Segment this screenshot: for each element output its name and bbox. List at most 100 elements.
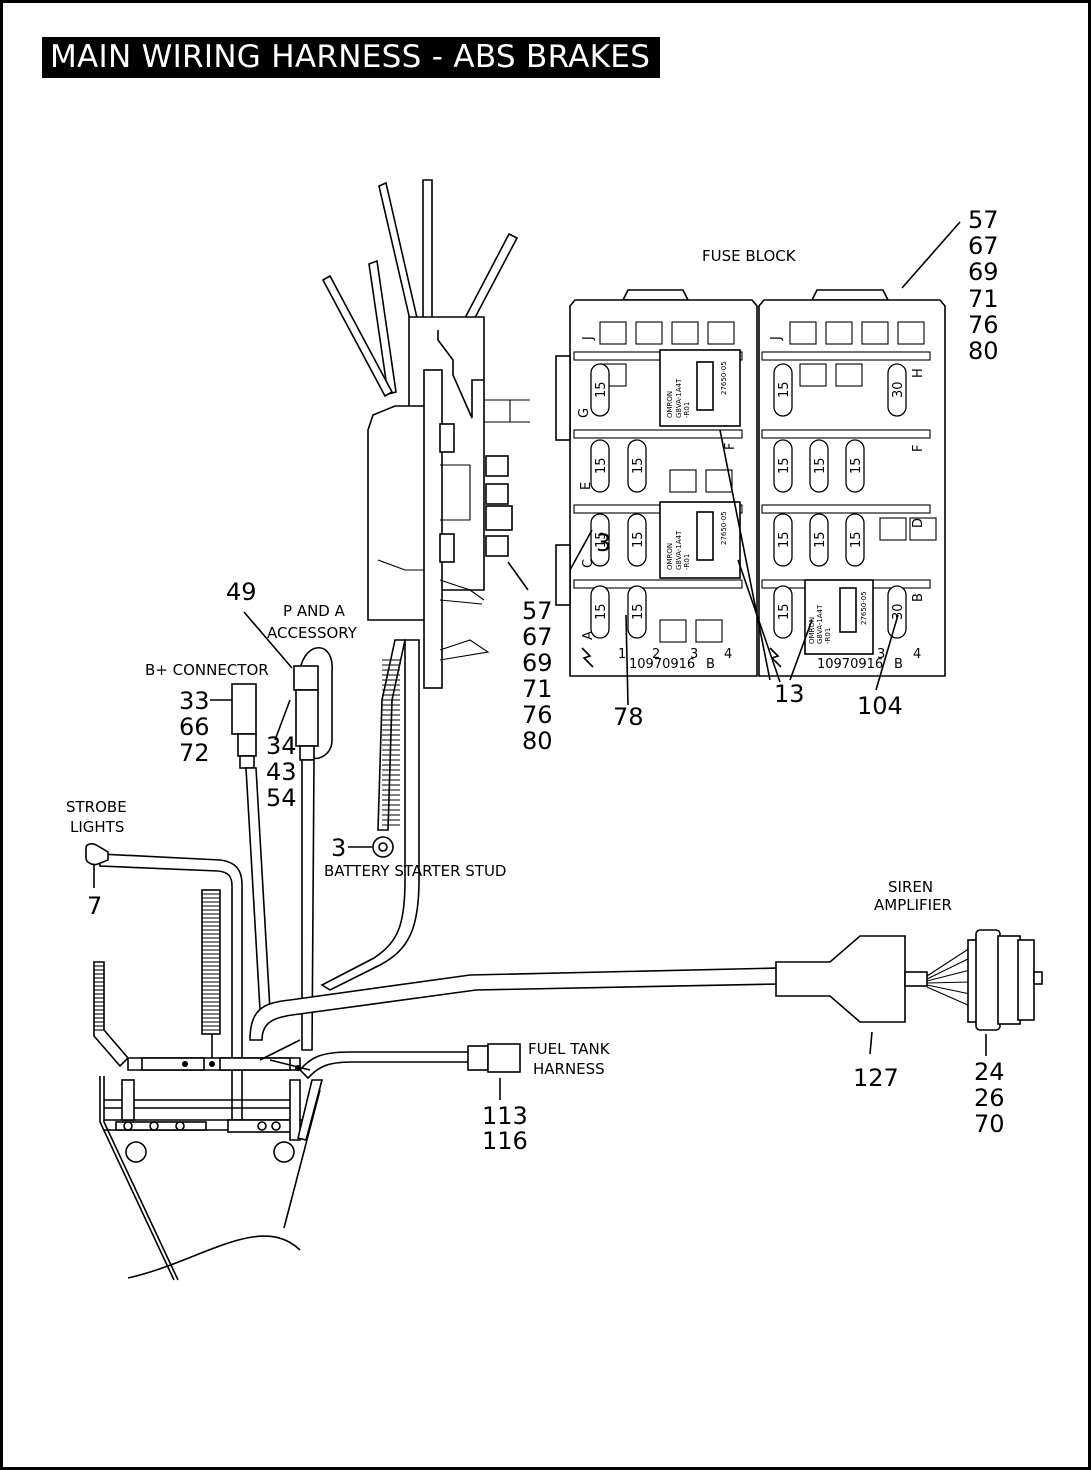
- leader-line: [901, 221, 961, 289]
- fuse: 30: [887, 363, 907, 417]
- frame-bracket: [99, 1039, 324, 1281]
- fuse-rating: 15: [813, 457, 828, 474]
- fuse-body: [590, 439, 610, 493]
- fuse-body: [590, 363, 610, 417]
- row-rail: [573, 429, 743, 439]
- svg-text:24: 24: [974, 1058, 1005, 1086]
- svg-text:70: 70: [974, 1110, 1005, 1138]
- row-rail: [761, 351, 931, 361]
- leader-line: [243, 611, 293, 669]
- terminal-socket: [707, 321, 735, 345]
- fuse: 15: [845, 513, 865, 567]
- corrugated-tube-left: [93, 961, 130, 1068]
- svg-text:OMRON: OMRON: [666, 543, 674, 570]
- strobe-label-line2: LIGHTS: [70, 818, 124, 836]
- fuse-rating: 15: [777, 457, 792, 474]
- pin-label: 3: [690, 647, 698, 662]
- row-letter: C: [581, 559, 596, 568]
- svg-text:26: 26: [974, 1084, 1005, 1112]
- terminal-socket: [789, 321, 817, 345]
- leader-line: [625, 614, 629, 706]
- fuse-body: [627, 439, 647, 493]
- fuse: 15: [809, 439, 829, 493]
- row-letter: B: [911, 593, 926, 602]
- leader-line: [719, 429, 813, 683]
- svg-text:80: 80: [522, 727, 553, 755]
- fuse: 15: [627, 439, 647, 493]
- pin-label: 1: [618, 647, 626, 662]
- terminal-socket: [879, 517, 907, 541]
- relay-middle-left: OMRON G8VA-1A4T -R01 27650-05: [659, 501, 741, 579]
- siren-harness-boot: [775, 935, 906, 1023]
- fuse-body: [773, 439, 793, 493]
- row-rail: [761, 504, 931, 514]
- fuse: 15: [773, 585, 793, 639]
- callout-49: 49: [226, 578, 257, 606]
- terminal-socket: [695, 619, 723, 643]
- fuse: 15: [590, 363, 610, 417]
- fuse-rating: 15: [777, 603, 792, 620]
- leader-line: [507, 561, 529, 591]
- main-conduit: [320, 639, 420, 991]
- fuse: 15: [773, 363, 793, 417]
- callout-127: 127: [853, 1064, 899, 1092]
- row-letter: F: [723, 443, 738, 450]
- terminal-socket: [705, 469, 733, 493]
- fuse: 15: [845, 439, 865, 493]
- callout-104: 104: [857, 692, 903, 720]
- fuse-rating: 15: [631, 603, 646, 620]
- terminal-socket: [861, 321, 889, 345]
- callout-3-battery: 3: [331, 834, 346, 862]
- svg-text:113: 113: [482, 1102, 528, 1130]
- svg-text:27650-05: 27650-05: [720, 511, 728, 545]
- callout-fuse-left: 57 67 69 71 76 80: [522, 597, 553, 755]
- pa-label-line2: ACCESSORY: [267, 624, 358, 642]
- leader-line: [875, 614, 899, 691]
- svg-text:67: 67: [522, 623, 553, 651]
- svg-text:27650-05: 27650-05: [720, 361, 728, 395]
- ground-symbol: [581, 647, 594, 668]
- svg-text:54: 54: [266, 784, 297, 812]
- svg-text:57: 57: [968, 206, 999, 234]
- fuse-body: [773, 585, 793, 639]
- siren-label-line2: AMPLIFIER: [874, 896, 952, 914]
- fuse: 15: [773, 513, 793, 567]
- row-letter: H: [911, 368, 926, 378]
- fuse-rating: 15: [777, 531, 792, 548]
- fuse: 15: [590, 585, 610, 639]
- row-rail: [573, 351, 743, 361]
- callout-fuel-tank: 113 116: [482, 1102, 528, 1155]
- harness-trunk: [321, 179, 530, 689]
- row-letter: G: [577, 408, 592, 418]
- pa-connector: [295, 689, 319, 747]
- fuse-rating: 15: [849, 457, 864, 474]
- callout-b-plus: 33 66 72: [179, 687, 210, 767]
- svg-text:116: 116: [482, 1127, 528, 1155]
- fuse-body: [627, 513, 647, 567]
- fuel-tank-wire: [298, 1051, 471, 1080]
- fuse-body: [590, 513, 610, 567]
- fuse: 15: [627, 585, 647, 639]
- svg-text:76: 76: [968, 311, 999, 339]
- pin-label: B: [894, 657, 903, 672]
- pin-label: 4: [724, 647, 732, 662]
- fuse-body: [887, 585, 907, 639]
- page-title: MAIN WIRING HARNESS - ABS BRAKES: [42, 37, 660, 78]
- fuse: 15: [627, 513, 647, 567]
- b-plus-connector: [231, 683, 257, 735]
- pin-label: 4: [913, 647, 921, 662]
- row-letter: J: [769, 336, 784, 341]
- fuel-tank-connector-plug: [467, 1045, 489, 1071]
- fuel-tank-label-line2: HARNESS: [533, 1060, 605, 1078]
- row-letter: E: [579, 482, 594, 490]
- svg-text:71: 71: [968, 285, 999, 313]
- fuse-rating: 15: [594, 531, 609, 548]
- fuse-body: [845, 439, 865, 493]
- callout-pa-conn: 34 43 54: [266, 732, 297, 812]
- terminal-socket: [669, 469, 697, 493]
- strobe-label-line1: STROBE: [66, 798, 127, 816]
- fuse: 15: [773, 439, 793, 493]
- terminal-socket: [825, 321, 853, 345]
- terminal-socket: [835, 363, 863, 387]
